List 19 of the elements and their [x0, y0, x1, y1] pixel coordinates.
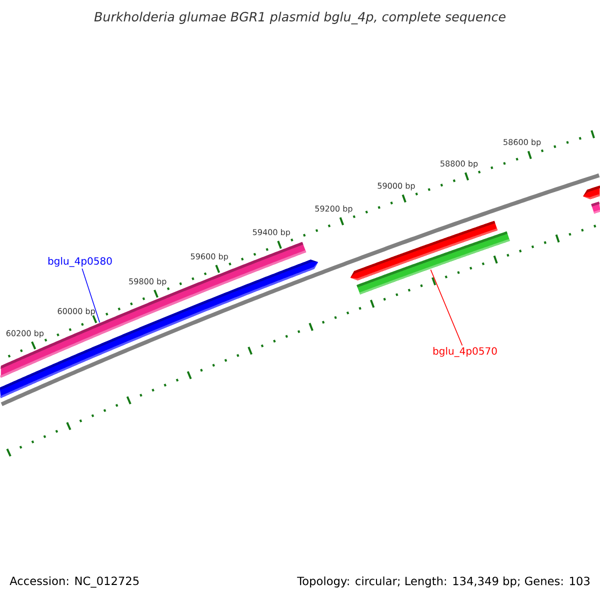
footer-text: Accession: NC_012725	[10, 576, 139, 588]
leader-line	[430, 269, 463, 346]
tick-label: 60200 bp	[6, 330, 44, 338]
gene-arrow	[591, 202, 600, 214]
title: Burkholderia glumae BGR1 plasmid bglu_4p, complete sequence	[94, 12, 506, 24]
footer-text: Topology: circular; Length: 134,349 bp; Genes: 103	[297, 576, 590, 588]
tick-label: 59800 bp	[129, 278, 166, 286]
tick-label: 59200 bp	[315, 205, 352, 214]
gene-arrow	[356, 231, 510, 294]
tick-label: 58600 bp	[504, 138, 541, 147]
gene-label: bglu_4p0580	[48, 257, 112, 267]
tick-label: 59600 bp	[190, 253, 228, 261]
tick-label: 58800 bp	[440, 160, 478, 168]
gene-arrow	[583, 186, 600, 200]
tick-label: 59400 bp	[252, 229, 290, 237]
gene-label: bglu_4p0570	[433, 347, 497, 357]
tick-label: 60000 bp	[58, 308, 95, 316]
tick-label: 59000 bp	[378, 182, 415, 190]
leader-line	[82, 268, 100, 323]
